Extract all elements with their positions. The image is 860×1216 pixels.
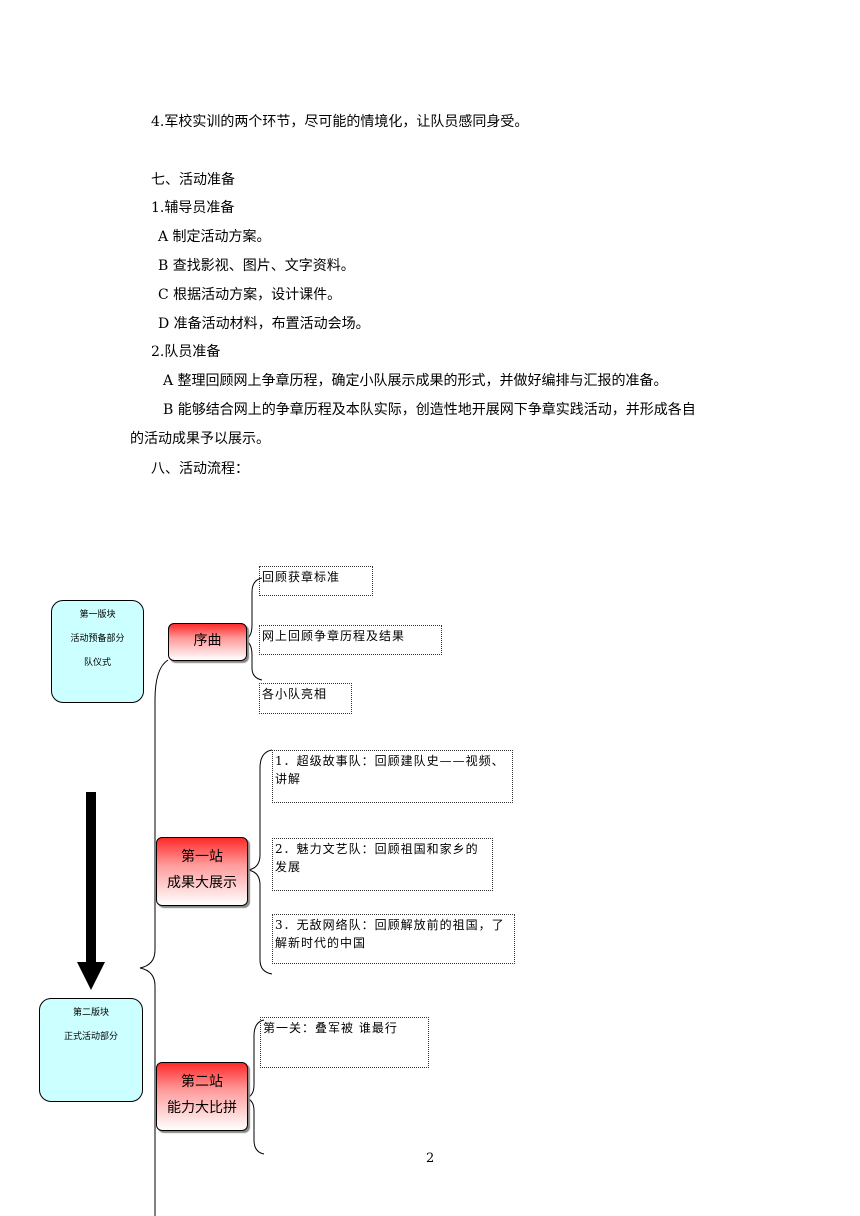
block-1-box: 第一版块 活动预备部分 队仪式 (51, 600, 144, 703)
prelude-box: 序曲 (168, 623, 247, 661)
station-1-box: 第一站 成果大展示 (156, 837, 248, 906)
page-number: 2 (426, 1151, 435, 1166)
prelude-item-squads: 各小队亮相 (259, 683, 352, 714)
subheading-counselor-prep: 1.辅导员准备 (151, 200, 235, 216)
station-2-item-quilt-folding: 第一关：叠军被 谁最行 (260, 1017, 429, 1068)
block-1-detail: 队仪式 (83, 658, 111, 668)
section-heading-flow: 八、活动流程： (151, 461, 249, 477)
subheading-member-prep: 2.队员准备 (151, 344, 221, 360)
list-item: C 根据活动方案，设计课件。 (158, 287, 342, 303)
block-2-box: 第二版块 正式活动部分 (39, 998, 143, 1102)
station-2-box: 第二站 能力大比拼 (156, 1062, 248, 1131)
station-2-title: 第二站 (181, 1074, 223, 1090)
station-1-subtitle: 成果大展示 (167, 875, 237, 891)
station-1-item-art-squad: 2．魅力文艺队：回顾祖国和家乡的发展 (272, 838, 493, 891)
list-item: B 查找影视、图片、文字资料。 (158, 258, 355, 274)
block-2-title: 第二版块 (72, 1008, 109, 1018)
prelude-item-standards: 回顾获章标准 (259, 566, 373, 596)
prelude-label: 序曲 (193, 633, 222, 649)
station-1-item-network-squad: 3．无敌网络队：回顾解放前的祖国，了解新时代的中国 (272, 914, 515, 964)
section-heading-preparation: 七、活动准备 (151, 172, 235, 188)
block-1-title: 第一版块 (79, 610, 116, 620)
block-2-subtitle: 正式活动部分 (63, 1032, 118, 1042)
list-item-continuation: 的活动成果予以展示。 (130, 431, 270, 447)
paragraph-note-4: 4.军校实训的两个环节，尽可能的情境化，让队员感同身受。 (151, 114, 529, 130)
list-item: A 整理回顾网上争章历程，确定小队展示成果的形式，并做好编排与汇报的准备。 (163, 373, 668, 389)
station-1-item-story-squad: 1．超级故事队：回顾建队史——视频、讲解 (272, 750, 513, 803)
list-item: B 能够结合网上的争章历程及本队实际，创造性地开展网下争章实践活动，并形成各自 (163, 402, 696, 418)
list-item: A 制定活动方案。 (158, 229, 271, 245)
prelude-item-review: 网上回顾争章历程及结果 (259, 625, 442, 655)
station-1-title: 第一站 (181, 849, 223, 865)
station-2-subtitle: 能力大比拼 (167, 1100, 237, 1116)
block-1-subtitle: 活动预备部分 (70, 634, 125, 644)
list-item: D 准备活动材料，布置活动会场。 (158, 316, 370, 332)
